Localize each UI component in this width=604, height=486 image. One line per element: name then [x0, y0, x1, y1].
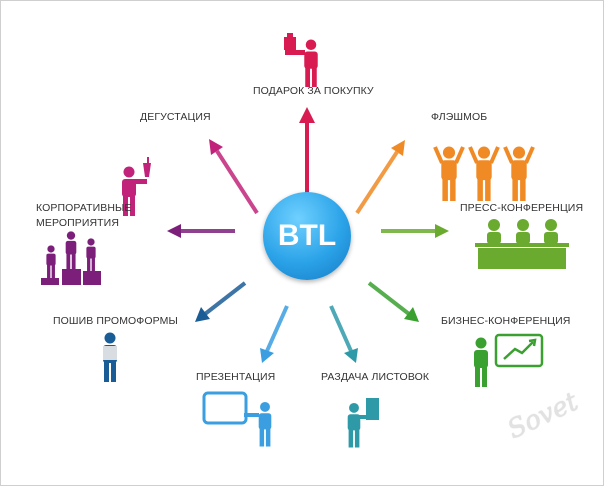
person-with-chart-icon	[474, 333, 544, 387]
arrow-flashmob-head	[391, 140, 405, 156]
arrow-promo	[203, 281, 247, 316]
person-with-cup-icon	[122, 157, 151, 216]
podium-people-icon	[41, 231, 101, 285]
label-business: БИЗНЕС-КОНФЕРЕНЦИЯ	[441, 315, 571, 327]
arrow-leaflets-head	[344, 348, 358, 363]
arrow-presentation	[265, 305, 289, 352]
presenter-board-icon	[202, 391, 272, 447]
label-presentation: ПРЕЗЕНТАЦИЯ	[196, 371, 276, 383]
label-corporate-line1: КОРПОРАТИВНЫЕ	[36, 202, 132, 214]
arrow-corporate-head	[167, 224, 181, 238]
label-promo: ПОШИВ ПРОМОФОРМЫ	[53, 315, 178, 327]
panel-table-icon	[475, 219, 569, 269]
arrow-press-head	[435, 224, 449, 238]
cheering-people-icon	[433, 146, 535, 201]
arrow-leaflets	[329, 305, 353, 352]
arrow-tasting	[215, 149, 259, 215]
label-press: ПРЕСС-КОНФЕРЕНЦИЯ	[460, 202, 584, 214]
arrow-flashmob	[355, 150, 399, 215]
arrow-tasting-head	[209, 139, 223, 155]
label-flashmob: ФЛЭШМОБ	[431, 111, 488, 123]
arrow-business-head	[404, 307, 419, 322]
label-gift: ПОДАРОК ЗА ПОКУПКУ	[253, 85, 374, 97]
label-leaflets: РАЗДАЧА ЛИСТОВОК	[321, 371, 430, 383]
label-corporate-line2: МЕРОПРИЯТИЯ	[36, 217, 120, 229]
arrow-gift-head	[299, 107, 315, 123]
person-with-gift-icon	[284, 33, 318, 87]
arrow-promo-head	[195, 307, 210, 322]
label-tasting: ДЕГУСТАЦИЯ	[140, 111, 211, 123]
btl-center-circle: BTL	[263, 192, 351, 280]
arrow-business	[367, 281, 411, 316]
person-with-leaflet-icon	[347, 398, 379, 448]
arrow-presentation-head	[260, 348, 274, 363]
uniform-person-icon	[103, 332, 117, 382]
arrows	[167, 107, 449, 363]
